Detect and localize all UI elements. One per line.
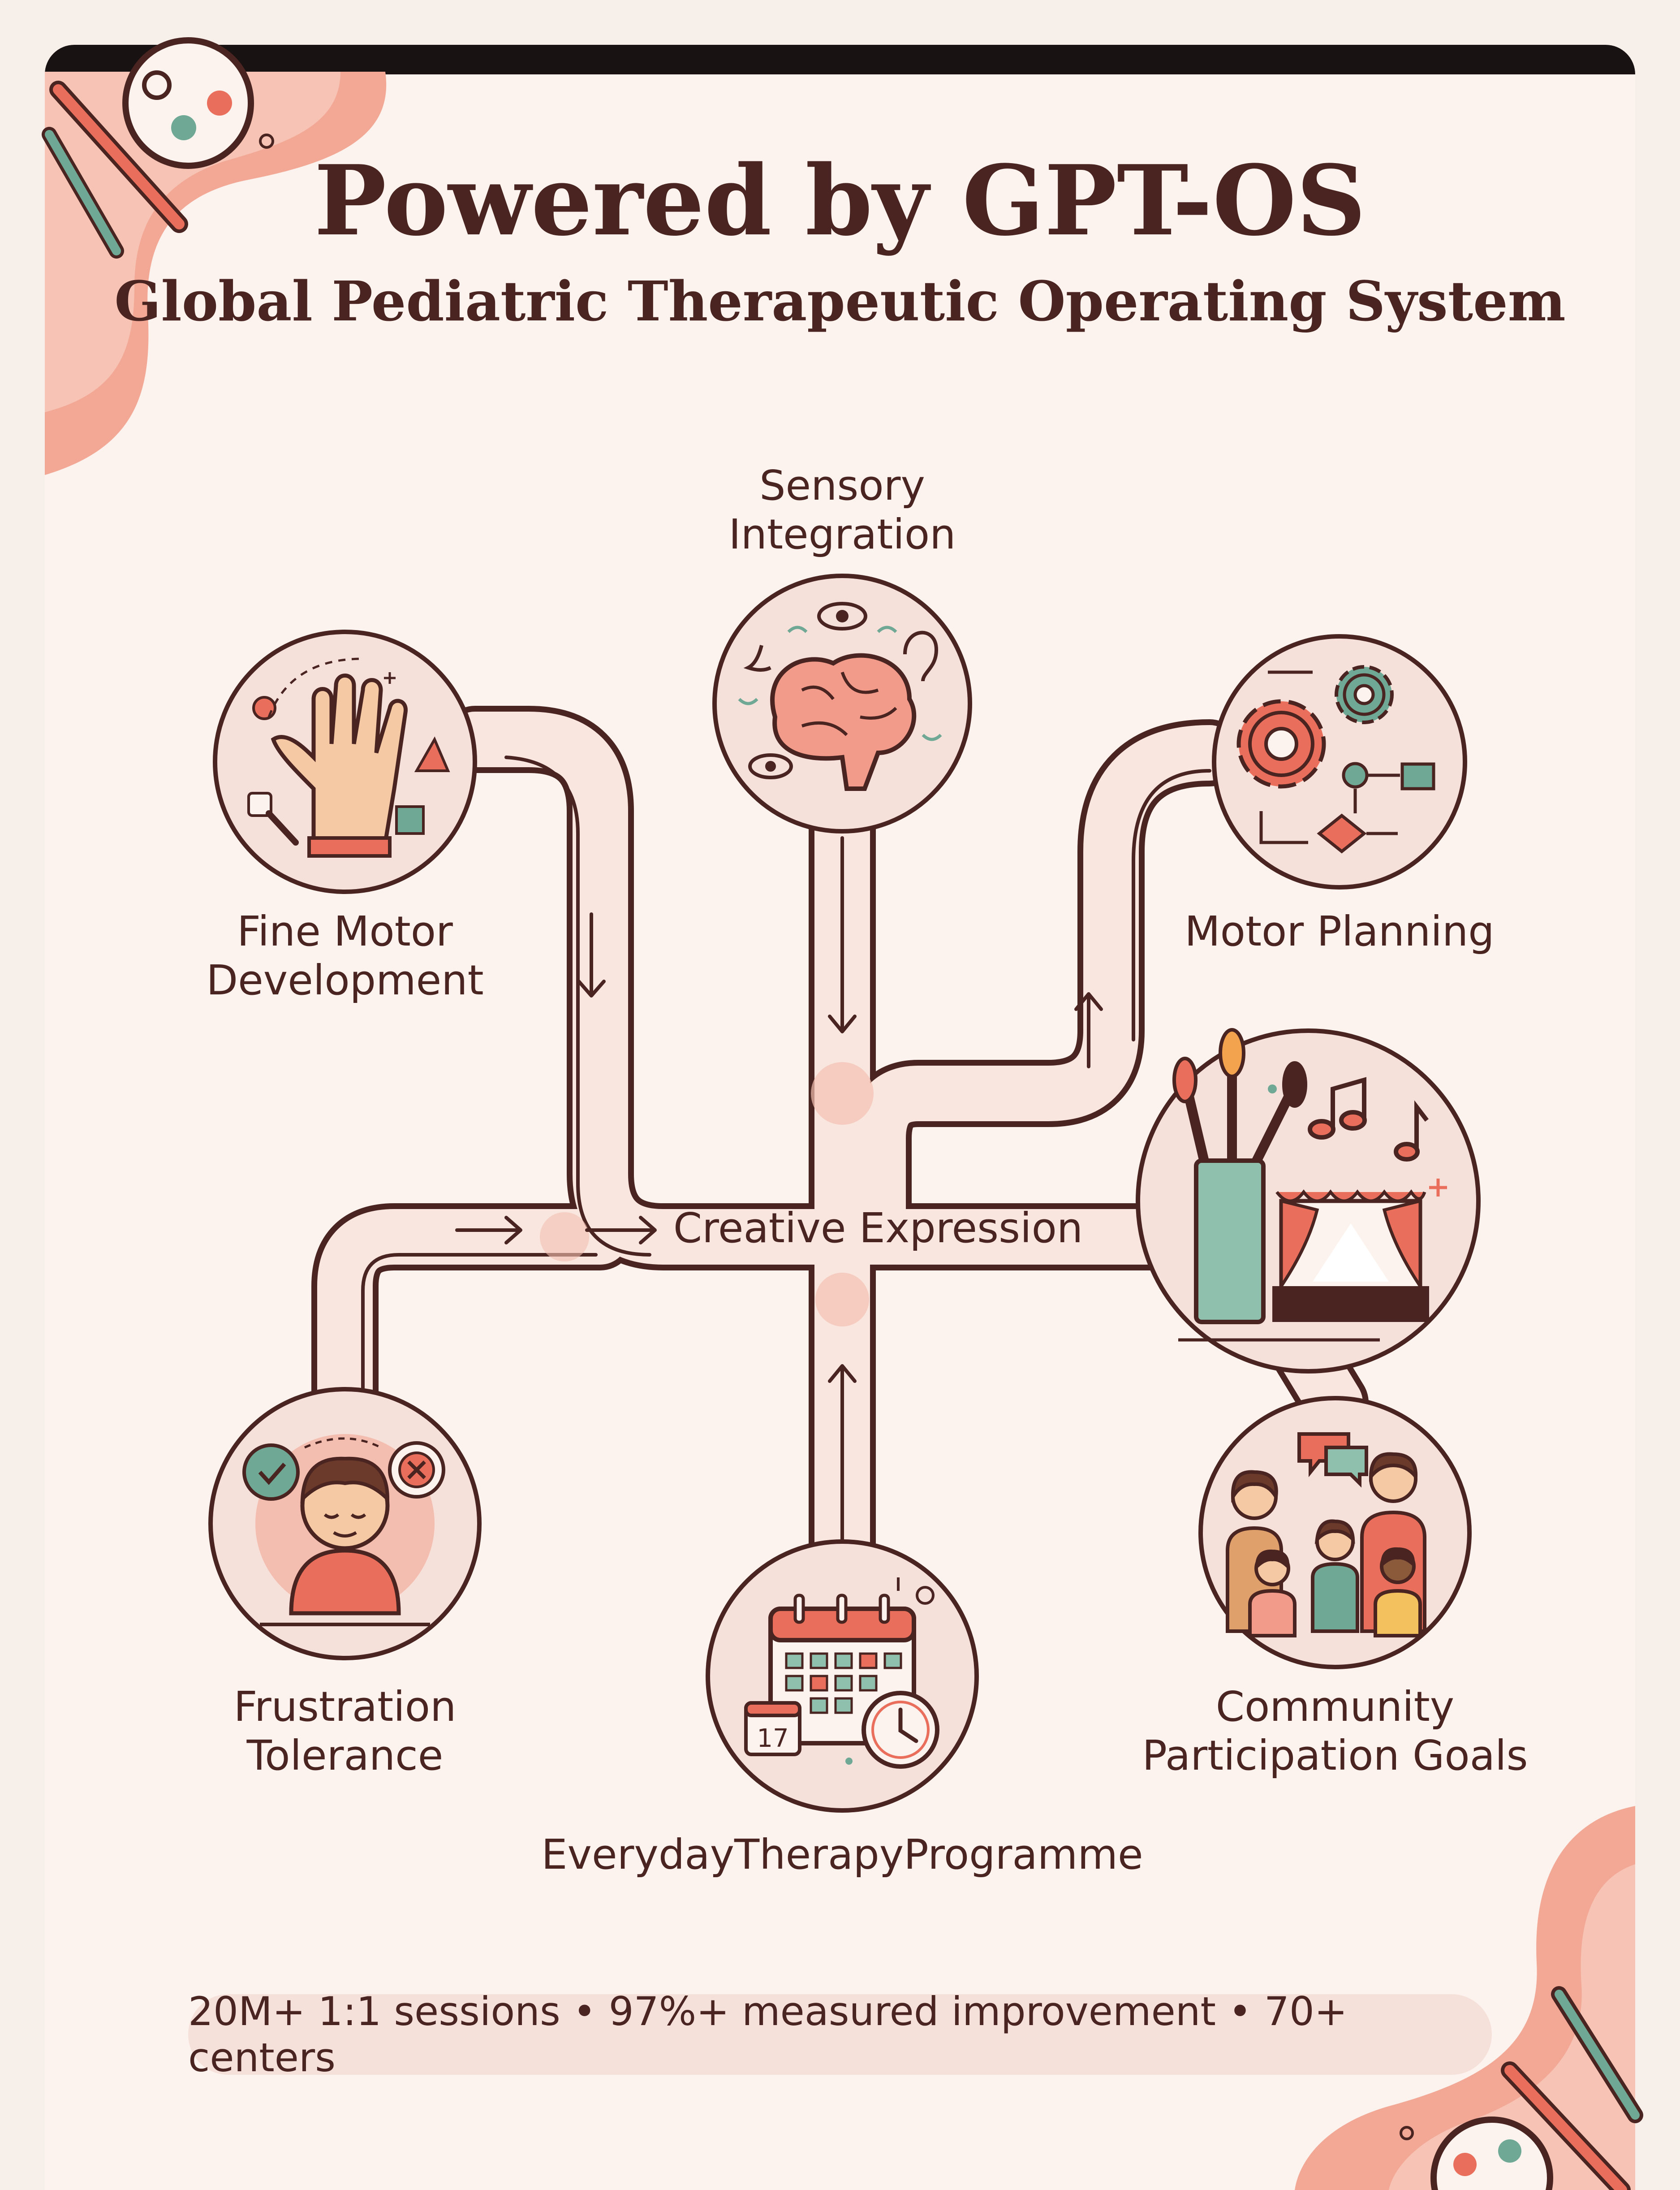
arrow-down-sensory xyxy=(828,836,857,1033)
node-frustration-circle xyxy=(208,1387,482,1660)
check-icon xyxy=(242,1443,300,1501)
corner-decoration-top-left xyxy=(42,37,387,475)
node-motor-planning-circle xyxy=(1212,634,1467,890)
triangle-icon xyxy=(414,736,450,772)
arrow-down-fine-motor xyxy=(577,912,606,998)
cube-icon xyxy=(395,805,425,835)
arrow-right-frustration xyxy=(455,1216,522,1244)
eye-icon xyxy=(817,602,867,631)
node-sensory-circle xyxy=(712,574,972,834)
nose-icon xyxy=(743,645,771,672)
eye-icon xyxy=(748,753,793,779)
top-bar xyxy=(45,45,1635,74)
ear-icon xyxy=(903,631,939,682)
small-calendar-icon xyxy=(744,1701,801,1756)
node-creative-circle xyxy=(1136,1028,1481,1374)
label-creative-expression: Creative Expression xyxy=(673,1204,1083,1252)
label-frustration-tolerance: Frustration Tolerance xyxy=(233,1683,457,1780)
arrow-up-motor-planning xyxy=(1074,992,1103,1068)
label-community-participation-goals: Community Participation Goals xyxy=(1142,1683,1528,1780)
brain-icon xyxy=(770,653,917,791)
speech-bubbles-icon xyxy=(1297,1432,1368,1488)
cross-icon xyxy=(388,1441,445,1499)
flow-arrows xyxy=(455,836,1103,1543)
stats-banner: 20M+ 1:1 sessions • 97%+ measured improv… xyxy=(188,1988,1492,2081)
page-subtitle: Global Pediatric Therapeutic Operating S… xyxy=(114,269,1566,333)
gear-icon xyxy=(1236,699,1326,789)
stats-text: 20M+ 1:1 sessions • 97%+ measured improv… xyxy=(188,1988,1348,2081)
theater-stage-icon xyxy=(1178,1189,1429,1342)
arrow-right-creative xyxy=(585,1216,657,1244)
node-everyday-circle: 17 xyxy=(706,1539,979,1813)
label-motor-planning: Motor Planning xyxy=(1185,907,1495,955)
node-fine-motor-circle xyxy=(213,630,477,894)
paintbrush-cup-icon xyxy=(1172,1028,1307,1324)
gear-icon xyxy=(1335,665,1394,724)
clock-icon xyxy=(862,1691,939,1769)
label-sensory-integration: Sensory Integration xyxy=(728,462,956,558)
node-community-circle xyxy=(1198,1396,1472,1669)
corner-decoration-bottom-right xyxy=(1295,1806,1643,2190)
calendar-day: 17 xyxy=(757,1724,788,1753)
arrow-up-everyday xyxy=(828,1364,857,1543)
hand-icon xyxy=(271,674,408,858)
label-everyday-therapy-programme: EverydayTherapyProgramme xyxy=(541,1831,1143,1879)
label-fine-motor-development: Fine Motor Development xyxy=(206,907,484,1004)
page-title: Powered by GPT-OS xyxy=(314,144,1366,257)
calendar-icon xyxy=(768,1594,916,1745)
child-icon xyxy=(260,1456,430,1626)
people-group-icon xyxy=(1226,1452,1426,1637)
tool-icon xyxy=(247,792,299,846)
flowchart-icon xyxy=(1259,670,1435,854)
music-notes-icon xyxy=(1308,1077,1429,1162)
